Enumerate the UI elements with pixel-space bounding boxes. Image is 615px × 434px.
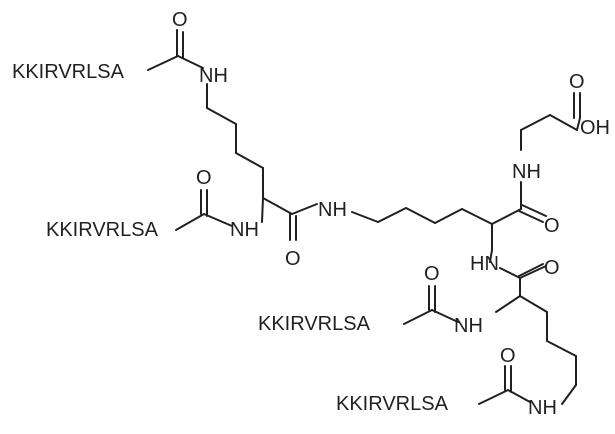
amine-nh-3: NH bbox=[318, 199, 347, 221]
peptide-arm-2: KKIRVRLSA bbox=[46, 219, 159, 241]
amine-hn: HN bbox=[470, 253, 499, 275]
amine-nh-2: NH bbox=[230, 219, 259, 241]
amine-nh-1: NH bbox=[199, 65, 228, 87]
carbonyl-o-1: O bbox=[172, 9, 188, 31]
bottom-lysine-bonds bbox=[403, 249, 577, 405]
amine-nh-4: NH bbox=[512, 161, 541, 183]
hydroxyl-oh: OH bbox=[580, 117, 610, 139]
carbonyl-o-6: O bbox=[424, 263, 440, 285]
top-arm-bonds bbox=[147, 29, 264, 199]
amine-nh-5: NH bbox=[454, 315, 483, 337]
left-lysine-bonds bbox=[175, 189, 318, 241]
carboxyl-o: O bbox=[569, 71, 585, 93]
carbonyl-o-2: O bbox=[196, 167, 212, 189]
central-lysine-bonds bbox=[351, 207, 522, 251]
carbonyl-o-5: O bbox=[544, 257, 560, 279]
peptide-arm-1: KKIRVRLSA bbox=[12, 61, 125, 83]
carbonyl-o-3: O bbox=[285, 248, 301, 270]
peptide-arm-3: KKIRVRLSA bbox=[258, 313, 371, 335]
carbonyl-o-4: O bbox=[544, 215, 560, 237]
peptide-arm-4: KKIRVRLSA bbox=[336, 393, 449, 415]
carbonyl-o-7: O bbox=[500, 345, 516, 367]
amine-nh-6: NH bbox=[528, 397, 557, 419]
beta-alanine-bonds bbox=[518, 92, 581, 223]
